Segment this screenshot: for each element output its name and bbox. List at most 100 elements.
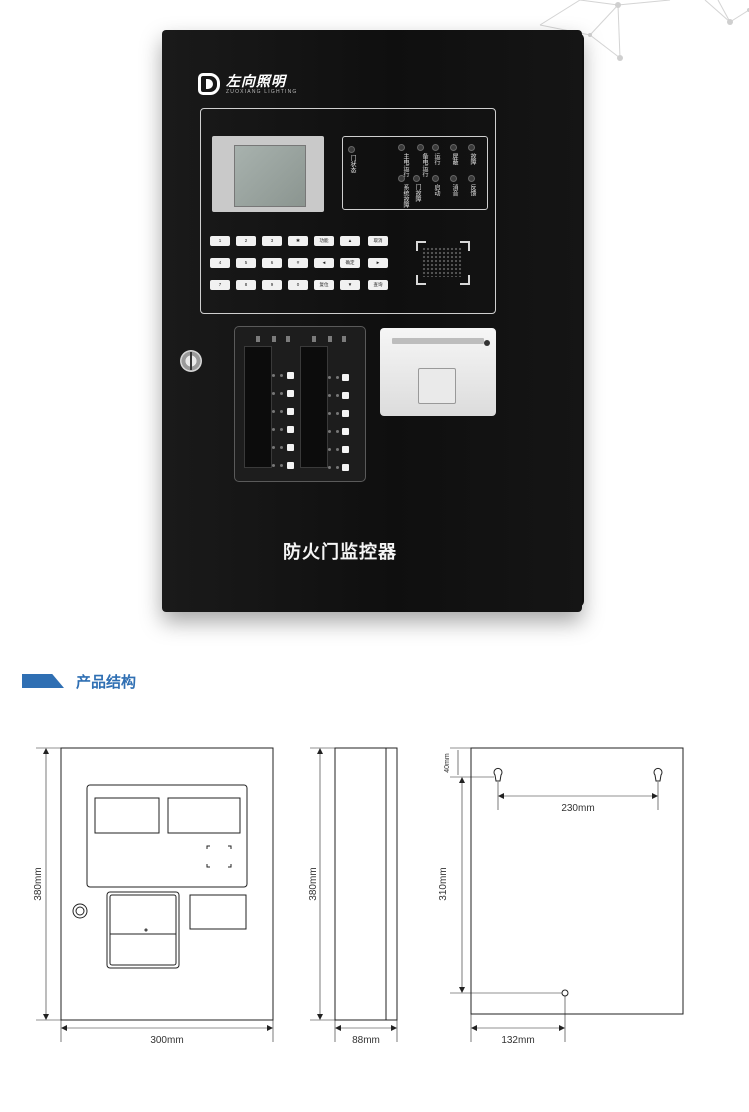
channel-led [328, 376, 331, 379]
indicator-silence: 消音 [450, 175, 457, 196]
label-mark [328, 336, 332, 342]
label-mark [312, 336, 316, 342]
key-5[interactable]: 5 [236, 258, 256, 268]
side-view-arrows [317, 748, 397, 1031]
indicator-running: 运行 [432, 144, 439, 165]
channel-led [272, 410, 275, 413]
printer-led-icon [484, 340, 490, 346]
hole-offset-label: 40mm [444, 753, 451, 773]
channel-led [328, 466, 331, 469]
section-title-text: 产品结构 [76, 672, 137, 691]
back-height-label: 310mm [438, 867, 449, 900]
channel-led [328, 448, 331, 451]
key-up[interactable]: ▲ [340, 236, 360, 246]
indicator-system-fault: 系统故障 [394, 175, 408, 208]
channel-led [336, 430, 339, 433]
dimension-drawings: 380mm 300mm 380mm 88mm [33, 747, 684, 1046]
key-8[interactable]: 8 [236, 280, 256, 290]
channel-button[interactable] [342, 428, 349, 435]
brand-name: 左向照明 [226, 72, 286, 89]
channel-led [280, 464, 283, 467]
front-view-drawing [36, 747, 274, 1042]
product-photo-area: 左向照明 ZUOXIANG LIGHTING 门状态 主电运行 备电运行 运行 … [162, 0, 749, 612]
key-6[interactable]: 6 [262, 258, 282, 268]
indicator-label: 启动 [433, 184, 439, 196]
indicator-label: 门故障 [414, 184, 420, 202]
brand-mark-icon [198, 73, 220, 95]
front-width-label: 300mm [150, 1035, 183, 1046]
section-heading: 产品结构 [22, 668, 136, 694]
indicator-door-fault: 门故障 [413, 175, 420, 202]
key-9[interactable]: 9 [262, 280, 282, 290]
channel-led [272, 464, 275, 467]
brand-subtitle: ZUOXIANG LIGHTING [226, 88, 298, 95]
printer-paper-slot [392, 338, 484, 344]
led-icon [468, 175, 475, 182]
led-icon [348, 146, 355, 153]
lcd-screen [234, 145, 306, 207]
key-function[interactable]: 功能 [314, 236, 334, 246]
led-icon [397, 175, 405, 182]
indicator-label: 故障 [469, 153, 475, 165]
key-right[interactable]: ► [368, 258, 388, 268]
indicator-label: 门状态 [349, 155, 355, 173]
key-4[interactable]: 4 [210, 258, 230, 268]
channel-button[interactable] [342, 410, 349, 417]
key-query[interactable]: 查询 [368, 280, 388, 290]
channel-button[interactable] [287, 390, 294, 397]
indicator-label: 主电运行 [402, 153, 408, 177]
channel-button[interactable] [287, 408, 294, 415]
key-cancel[interactable]: 取消 [368, 236, 388, 246]
channel-led [272, 428, 275, 431]
brand-logo: 左向照明 ZUOXIANG LIGHTING [198, 70, 298, 98]
speaker-grille [422, 247, 462, 277]
key-0[interactable]: 0 [288, 280, 308, 290]
key-hash[interactable]: # [288, 258, 308, 268]
key-down[interactable]: ▼ [340, 280, 360, 290]
back-view-drawing [450, 747, 684, 1042]
channel-button[interactable] [287, 444, 294, 451]
indicator-label: 运行 [433, 153, 439, 165]
key-2[interactable]: 2 [236, 236, 256, 246]
label-mark [286, 336, 290, 342]
channel-button[interactable] [342, 446, 349, 453]
channel-button[interactable] [342, 374, 349, 381]
led-icon [450, 144, 457, 151]
channel-button[interactable] [342, 392, 349, 399]
label-mark [256, 336, 260, 342]
led-icon [397, 144, 405, 151]
channel-led [272, 446, 275, 449]
led-icon [416, 144, 424, 151]
key-confirm[interactable]: 确定 [340, 258, 360, 268]
key-1[interactable]: 1 [210, 236, 230, 246]
key-star[interactable]: ✱ [288, 236, 308, 246]
indicator-backup-power: 备电运行 [413, 144, 427, 177]
indicator-label: 备电运行 [421, 153, 427, 177]
key-left[interactable]: ◄ [314, 258, 334, 268]
channel-button[interactable] [287, 372, 294, 379]
indicator-label: 系统故障 [402, 184, 408, 208]
channel-led [272, 374, 275, 377]
button-rail [300, 346, 328, 468]
led-icon [450, 175, 457, 182]
indicator-feedback: 反馈 [468, 175, 475, 196]
channel-led [336, 412, 339, 415]
led-icon [432, 144, 439, 151]
channel-button[interactable] [287, 462, 294, 469]
printer-door[interactable] [418, 368, 456, 404]
channel-led [328, 394, 331, 397]
cabinet-front [162, 30, 582, 612]
indicator-door-status: 门状态 [348, 146, 355, 173]
key-7[interactable]: 7 [210, 280, 230, 290]
channel-led [280, 410, 283, 413]
channel-button[interactable] [287, 426, 294, 433]
key-reset[interactable]: 复位 [314, 280, 334, 290]
channel-button[interactable] [342, 464, 349, 471]
back-view-arrows [459, 777, 658, 1031]
channel-led [280, 392, 283, 395]
network-decoration-icon [539, 0, 749, 61]
key-3[interactable]: 3 [262, 236, 282, 246]
front-height-label: 380mm [33, 867, 44, 900]
indicator-main-power: 主电运行 [394, 144, 408, 177]
indicator-fault: 故障 [468, 144, 475, 165]
